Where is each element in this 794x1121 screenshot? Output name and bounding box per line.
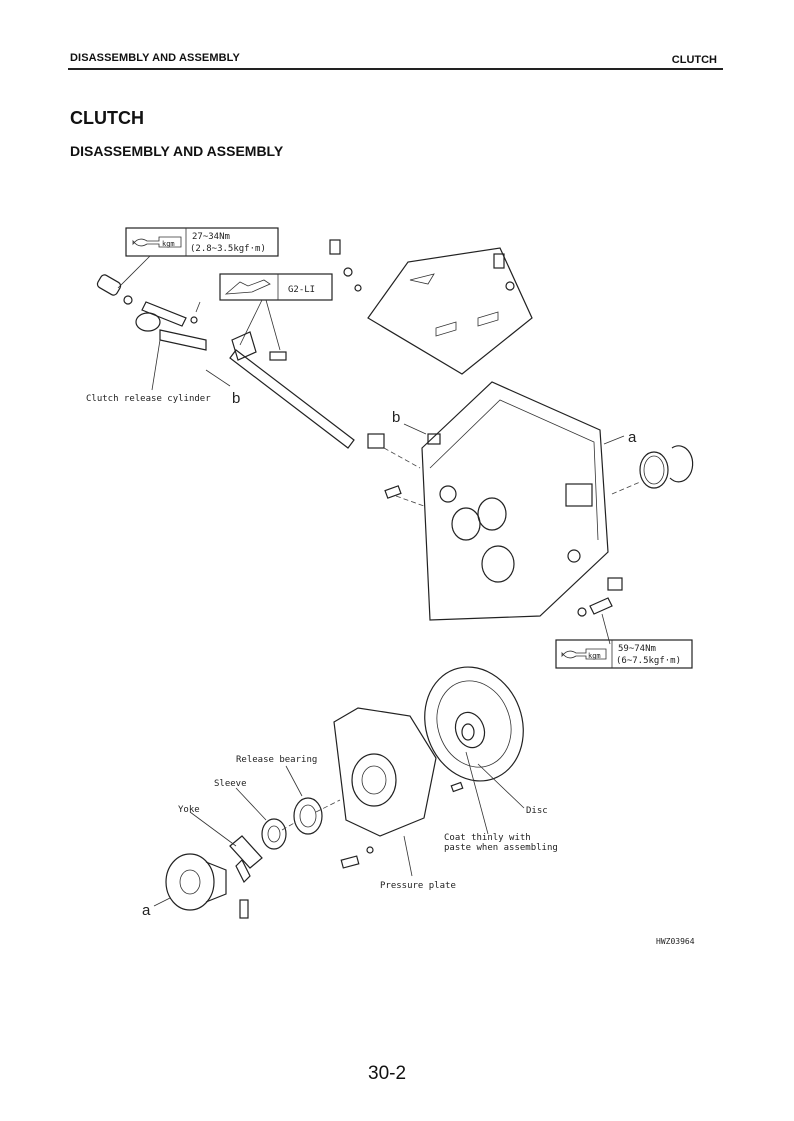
torque-spec-box-2: kgm 59~74Nm (6~7.5kgf·m) <box>555 639 693 669</box>
ref-b-housing-label: b <box>392 409 400 426</box>
torque-2-value-kgf: (6~7.5kgf·m) <box>616 656 681 666</box>
header-rule <box>68 68 723 70</box>
pressure-plate <box>333 707 464 837</box>
torque-unit-label-2: kgm <box>588 652 601 660</box>
pressure-plate-label: Pressure plate <box>380 881 456 891</box>
release-shaft <box>195 301 402 499</box>
ref-a-housing-label: a <box>628 429 637 446</box>
housing-cover <box>329 239 533 375</box>
sleeve <box>261 818 287 850</box>
figure-code: HWZ03964 <box>656 937 695 946</box>
clutch-housing <box>421 381 609 621</box>
release-cylinder-assembly <box>96 274 207 351</box>
torque-spec-box-1: kgm 27~34Nm (2.8~3.5kgf·m) <box>125 227 279 257</box>
page-title: CLUTCH <box>70 108 144 128</box>
sleeve-label: Sleeve <box>214 779 247 789</box>
torque-wrench-icon-2 <box>561 648 607 660</box>
oil-seal <box>639 451 669 489</box>
yoke-label: Yoke <box>178 805 200 815</box>
bearing-housing <box>165 853 227 911</box>
header-section: DISASSEMBLY AND ASSEMBLY <box>70 52 240 64</box>
lubricant-code: G2-LI <box>288 285 315 295</box>
release-bearing <box>293 797 323 835</box>
torque-2-value: 59~74Nm <box>618 644 656 654</box>
header-chapter: CLUTCH <box>671 54 717 66</box>
lubricant-spec-box: G2-LI <box>219 273 333 301</box>
page-subtitle: DISASSEMBLY AND ASSEMBLY <box>70 143 284 159</box>
clutch-release-cylinder-label: Clutch release cylinder <box>86 394 211 404</box>
torque-1-value-kgf: (2.8~3.5kgf·m) <box>190 244 266 254</box>
grease-gun-icon <box>224 279 271 295</box>
page-number: 30-2 <box>368 1063 407 1084</box>
coat-note-line-2: paste when assembling <box>444 843 558 853</box>
torque-wrench-icon <box>132 236 182 248</box>
torque-1-value: 27~34Nm <box>192 232 230 242</box>
clutch-disc <box>424 666 524 782</box>
torque-unit-label: kgm <box>162 240 175 248</box>
snap-ring <box>669 445 694 483</box>
release-bearing-label: Release bearing <box>236 755 317 765</box>
ref-a-yoke-label: a <box>142 902 151 919</box>
disc-label: Disc <box>526 806 548 816</box>
release-yoke <box>229 835 263 919</box>
ref-b-left-label: b <box>232 390 240 407</box>
coat-note-line-1: Coat thinly with <box>444 833 531 843</box>
